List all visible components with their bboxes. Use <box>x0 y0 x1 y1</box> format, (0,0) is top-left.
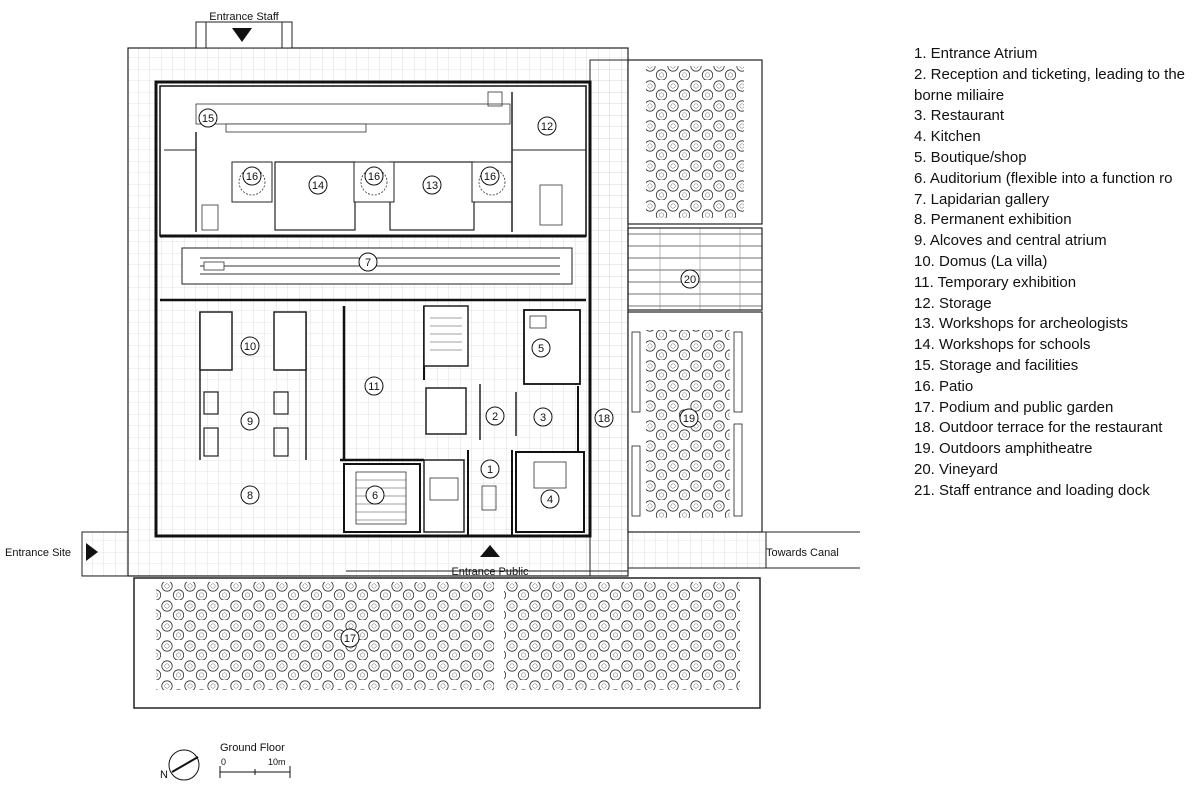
east-garden-trees <box>646 66 744 218</box>
room-number: 9 <box>247 416 253 428</box>
room-number: 5 <box>538 343 544 355</box>
room-legend: 1. Entrance Atrium 2. Reception and tick… <box>914 44 1200 502</box>
room-number: 6 <box>372 490 378 502</box>
room-number: 8 <box>247 490 253 502</box>
staff-entrance-arrow <box>232 28 252 42</box>
room-number: 7 <box>365 257 371 269</box>
entrance-atrium <box>467 450 513 536</box>
ground-floor-label: Ground Floor <box>220 742 285 754</box>
public-entrance-arrow <box>480 545 500 557</box>
entrance-staff-label: Entrance Staff <box>209 11 279 23</box>
east-path <box>589 59 629 577</box>
legend-item: 3. Restaurant <box>914 107 1005 125</box>
scale-ten: 10m <box>268 757 286 767</box>
domus-and-alcoves <box>199 311 307 460</box>
room-marker-18: 18 <box>594 408 614 428</box>
site-entrance-arrow <box>86 543 98 561</box>
room-marker-14: 14 <box>308 175 328 195</box>
garden-planting-east <box>504 582 740 690</box>
room-marker-6: 6 <box>365 485 385 505</box>
legend-item: 10. Domus (La villa) <box>914 252 1048 270</box>
canal-path <box>627 531 767 569</box>
lapidarian-gallery <box>181 247 573 285</box>
entrance-site-label: Entrance Site <box>5 547 71 559</box>
legend-item: 20. Vineyard <box>914 460 998 478</box>
north-arrow: N <box>160 749 200 781</box>
north-label: N <box>160 769 168 781</box>
room-marker-3: 3 <box>533 407 553 427</box>
legend-item: 17. Podium and public garden <box>914 398 1114 416</box>
room-number: 17 <box>344 633 356 645</box>
room-number: 16 <box>484 171 496 183</box>
legend-item: 21. Staff entrance and loading dock <box>914 481 1150 499</box>
room-number: 10 <box>244 341 256 353</box>
room-marker-2: 2 <box>485 406 505 426</box>
room-marker-20: 20 <box>680 269 700 289</box>
room-number: 18 <box>598 413 610 425</box>
north-block <box>159 85 587 238</box>
room-marker-16b: 16 <box>364 166 384 186</box>
room-number: 20 <box>684 274 696 286</box>
room-marker-16a: 16 <box>242 166 262 186</box>
service-core <box>423 305 469 533</box>
legend-item: 4. Kitchen <box>914 128 981 146</box>
room-marker-8: 8 <box>240 485 260 505</box>
scale-zero: 0 <box>221 757 226 767</box>
room-marker-9: 9 <box>240 411 260 431</box>
room-marker-15: 15 <box>198 108 218 128</box>
legend-item: 13. Workshops for archeologists <box>914 315 1128 333</box>
auditorium <box>343 463 421 533</box>
legend-item: 5. Boutique/shop <box>914 148 1027 166</box>
legend-item: 15. Storage and facilities <box>914 356 1079 374</box>
legend-item: 18. Outdoor terrace for the restaurant <box>914 419 1163 437</box>
legend-item: 7. Lapidarian gallery <box>914 190 1050 208</box>
building-outline <box>154 80 592 538</box>
room-number: 16 <box>368 171 380 183</box>
legend-item: 14. Workshops for schools <box>914 336 1091 354</box>
room-marker-7: 7 <box>358 252 378 272</box>
legend-item: 8. Permanent exhibition <box>914 211 1072 229</box>
room-number: 12 <box>541 121 553 133</box>
room-number: 16 <box>246 171 258 183</box>
legend-item: 12. Storage <box>914 294 992 312</box>
room-marker-16c: 16 <box>480 166 500 186</box>
legend-item: 11. Temporary exhibition <box>914 273 1077 291</box>
room-marker-4: 4 <box>540 489 560 509</box>
legend-item: 16. Patio <box>914 377 974 395</box>
floor-plan: 1 2 3 4 5 6 7 8 9 10 11 12 13 14 15 16 1… <box>5 11 860 781</box>
room-number: 19 <box>683 413 695 425</box>
legend-item: 1. Entrance Atrium <box>914 45 1038 62</box>
room-number: 11 <box>368 381 379 393</box>
room-marker-13: 13 <box>422 175 442 195</box>
room-marker-19: 19 <box>679 408 699 428</box>
garden-planting-west <box>156 582 494 690</box>
room-marker-12: 12 <box>537 116 557 136</box>
room-marker-5: 5 <box>531 338 551 358</box>
legend-item: 6. Auditorium (flexible into a function … <box>914 169 1173 187</box>
room-number: 15 <box>202 113 214 125</box>
entrance-public-label: Entrance Public <box>451 566 529 578</box>
legend-item: 19. Outdoors amphitheatre <box>914 440 1093 458</box>
room-number: 2 <box>492 411 498 423</box>
towards-canal-label: Towards Canal <box>766 547 839 559</box>
room-number: 4 <box>547 494 553 506</box>
room-number: 1 <box>487 464 493 476</box>
legend-item: 2. Reception and ticketing, leading to t… <box>914 65 1186 104</box>
room-marker-11: 11 <box>364 376 384 396</box>
room-marker-17: 17 <box>340 628 360 648</box>
room-marker-10: 10 <box>240 336 260 356</box>
legend-item: 9. Alcoves and central atrium <box>914 232 1107 250</box>
room-marker-1: 1 <box>480 459 500 479</box>
vineyard <box>627 227 763 311</box>
room-number: 3 <box>540 412 546 424</box>
room-number: 13 <box>426 180 438 192</box>
room-number: 14 <box>312 180 324 192</box>
scale-bar: 0 10m <box>219 757 291 778</box>
